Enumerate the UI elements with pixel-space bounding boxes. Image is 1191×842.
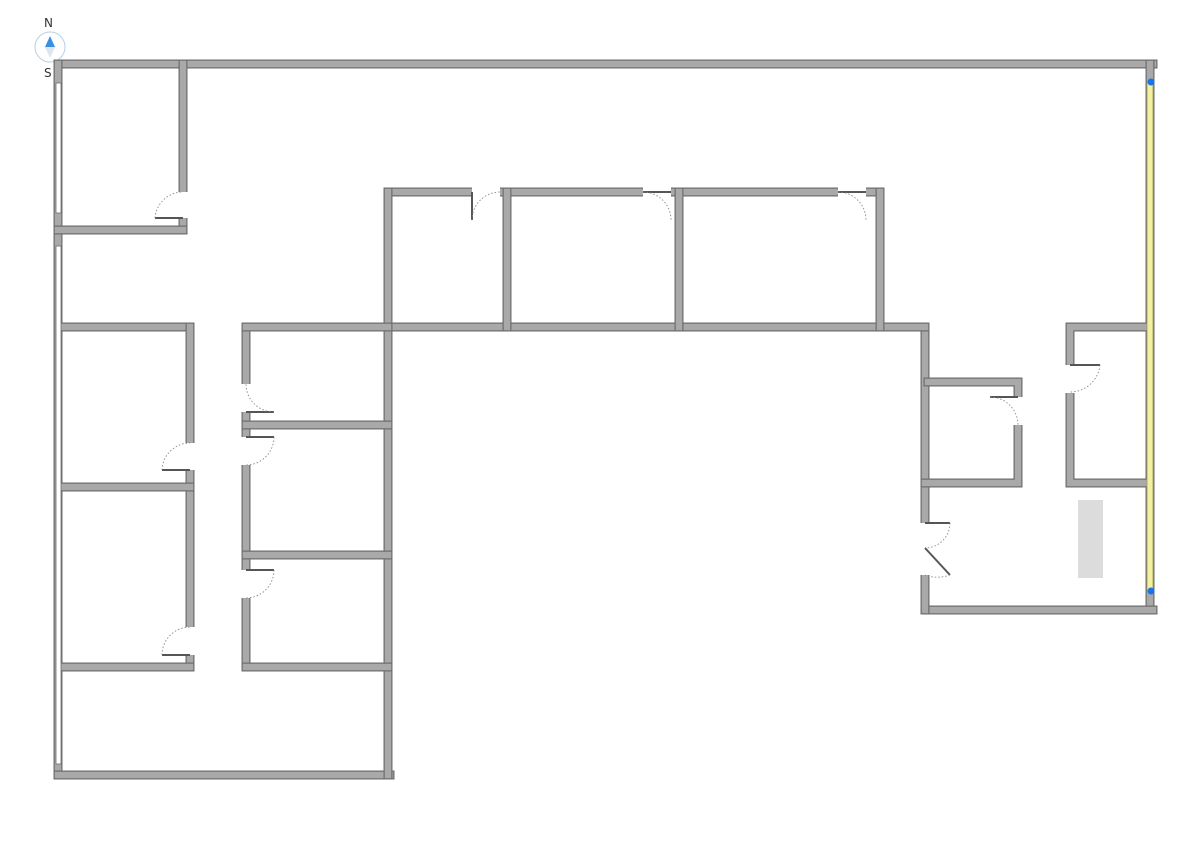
door-gap [241,384,253,412]
door-gap [241,570,253,598]
compass-south-label: S [44,66,52,80]
door-openings [178,187,1077,655]
door[interactable] [245,569,275,599]
walls[interactable] [53,59,1158,780]
selection-handle-top[interactable] [1147,78,1155,86]
door[interactable] [471,191,501,221]
wall-segment[interactable] [1066,323,1154,487]
selection-handle-bottom[interactable] [1147,587,1155,595]
door[interactable] [642,191,672,221]
door-gap [185,627,197,655]
door[interactable] [161,626,191,656]
door[interactable] [924,547,951,578]
door-gap [1065,365,1077,393]
door[interactable] [837,191,867,221]
window-left[interactable] [55,82,62,765]
door-gap [1013,397,1025,425]
fixture-block[interactable] [1078,500,1103,578]
door-gap [241,437,253,465]
door[interactable] [1069,364,1101,393]
door-gap [178,192,190,218]
doors[interactable] [154,191,1101,656]
door[interactable] [154,191,184,219]
door-gap [472,187,500,199]
door[interactable] [245,383,275,413]
door[interactable] [161,442,191,471]
door[interactable] [989,396,1019,426]
compass-north-label: N [44,16,53,30]
door-gap [185,443,197,470]
door[interactable] [924,522,951,549]
door[interactable] [245,436,275,466]
selected-wall[interactable] [1146,78,1155,595]
wall-segment[interactable] [1065,322,1155,488]
compass-icon[interactable] [34,31,66,63]
wall-segment[interactable] [921,378,1022,487]
